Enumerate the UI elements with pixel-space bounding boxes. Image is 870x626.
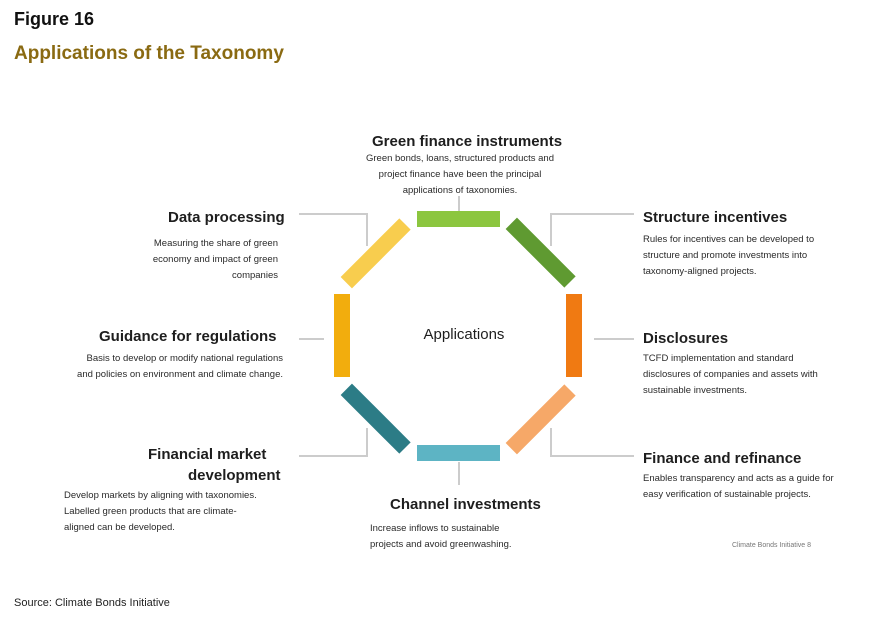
credit-label: Climate Bonds Initiative 8 — [732, 542, 811, 549]
connector-bottom-left — [299, 428, 368, 457]
connector-bottom-right — [550, 428, 634, 457]
segment-channel-investments — [417, 445, 500, 461]
heading-data-processing: Data processing — [168, 209, 285, 226]
segment-guidance-regulations — [334, 294, 350, 377]
segment-green-finance — [417, 211, 500, 227]
segment-structure-incentives — [505, 217, 576, 288]
connector-lines — [299, 196, 634, 485]
figure-title: Applications of the Taxonomy — [14, 43, 284, 64]
connector-top-right — [550, 213, 634, 246]
connector-top-left — [299, 213, 368, 246]
segment-financial-market — [340, 383, 411, 454]
segment-finance-refinance — [505, 384, 576, 455]
heading-structure-incentives: Structure incentives — [643, 209, 788, 226]
source-note: Source: Climate Bonds Initiative — [14, 597, 170, 609]
desc-structure-incentives: Rules for incentives can be developed to… — [643, 234, 815, 277]
desc-disclosures: TCFD implementation and standard disclos… — [643, 353, 818, 396]
heading-green-finance: Green finance instruments — [372, 133, 563, 150]
desc-finance-refinance: Enables transparency and acts as a guide… — [643, 473, 834, 500]
heading-finance-refinance: Finance and refinance — [643, 450, 802, 467]
heading-guidance-regulations: Guidance for regulations — [99, 328, 277, 345]
desc-data-processing: Measuring the share of green economy and… — [152, 238, 278, 281]
desc-green-finance: Green bonds, loans, structured products … — [365, 153, 554, 196]
heading-channel-investments: Channel investments — [390, 496, 541, 513]
figure-label: Figure 16 — [14, 9, 95, 29]
heading-disclosures: Disclosures — [643, 330, 729, 347]
desc-financial-market: Develop markets by aligning with taxonom… — [64, 490, 257, 533]
segment-data-processing — [340, 218, 411, 289]
desc-channel-investments: Increase inflows to sustainable projects… — [370, 523, 512, 550]
desc-guidance-regulations: Basis to develop or modify national regu… — [77, 353, 283, 380]
segment-disclosures — [566, 294, 582, 377]
heading-financial-market: Financial market development — [148, 446, 281, 484]
center-label: Applications — [423, 326, 505, 343]
